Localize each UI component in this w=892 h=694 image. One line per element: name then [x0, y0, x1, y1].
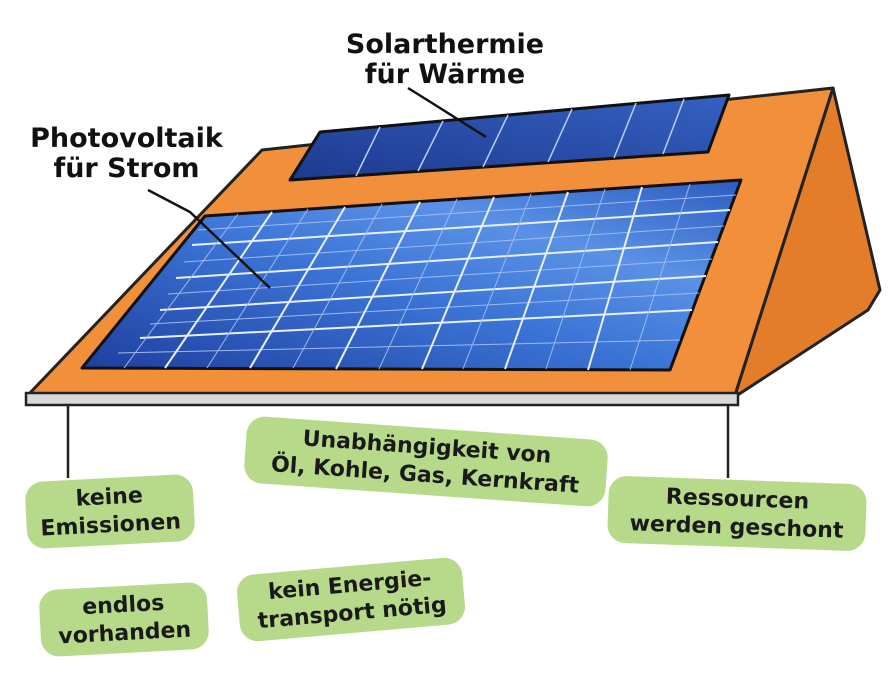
- badge-endless: endlos vorhanden: [38, 581, 210, 658]
- label-solar-thermal-line2: für Wärme: [364, 58, 526, 90]
- badge-resources: Ressourcen werden geschont: [606, 475, 868, 552]
- thermal-pointer: [407, 86, 487, 139]
- label-photovoltaic-line2: für Strom: [53, 152, 200, 184]
- label-photovoltaic: Photovoltaik für Strom: [14, 124, 239, 183]
- roof-eave: [24, 391, 740, 407]
- label-photovoltaic-line1: Photovoltaik: [30, 123, 223, 154]
- pv-pointer: [147, 188, 271, 289]
- solar-thermal-panel: [288, 93, 731, 182]
- photovoltaic-panel: [80, 178, 743, 372]
- badge-no-emissions: keine Emissionen: [24, 473, 196, 550]
- label-solar-thermal: Solarthermie für Wärme: [330, 30, 560, 89]
- label-solar-thermal-line1: Solarthermie: [345, 29, 545, 60]
